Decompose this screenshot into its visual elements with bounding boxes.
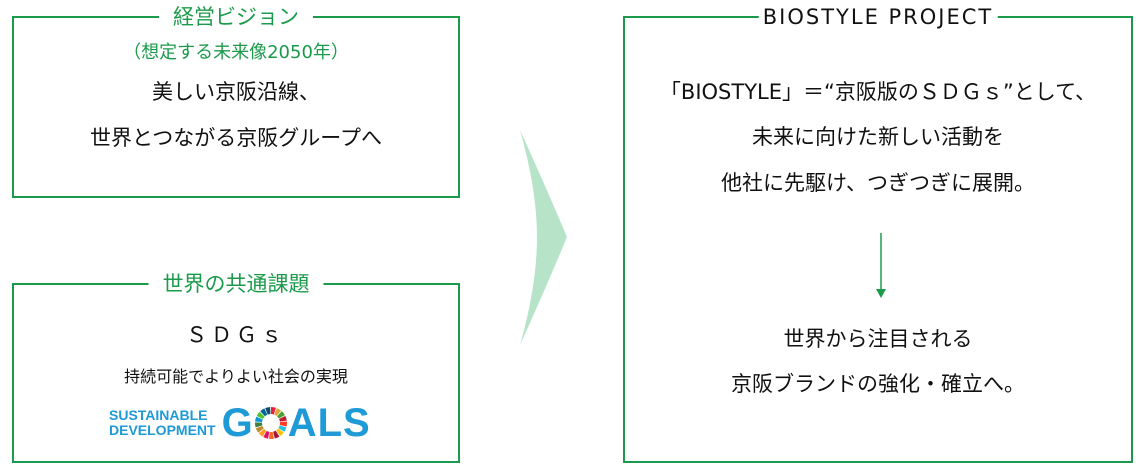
project-box: BIOSTYLE PROJECT 「BIOSTYLE」＝“京阪版のＳＤＧｓ”とし… <box>623 2 1133 463</box>
vision-subtitle: （想定する未来像2050年） <box>123 42 349 63</box>
vision-line-1: 美しい京阪沿線、 <box>152 80 320 104</box>
down-arrow-icon <box>876 233 886 298</box>
wheel-segment <box>256 411 265 419</box>
vision-box: 経営ビジョン （想定する未来像2050年） 美しい京阪沿線、 世界とつながる京阪… <box>12 2 460 198</box>
result-line-2: 京阪ブランドの強化・確立へ。 <box>731 372 1025 396</box>
wheel-segment <box>255 425 264 433</box>
project-title: BIOSTYLE PROJECT <box>758 2 998 32</box>
wheel-segment <box>278 425 287 432</box>
project-line-2: 未来に向けた新しい活動を <box>752 125 1004 149</box>
wheel-segment <box>263 430 270 439</box>
logo-g: G <box>221 400 254 445</box>
wheel-segment <box>258 428 266 437</box>
sdgs-wheel-icon <box>254 407 287 439</box>
result-line-1: 世界から注目される <box>783 327 973 351</box>
wheel-segment <box>268 431 274 439</box>
wheel-segment <box>273 408 281 417</box>
issue-description: 持続可能でよりよい社会の実現 <box>124 367 348 386</box>
wheel-segment <box>254 422 263 428</box>
flow-arrow-icon <box>520 130 567 345</box>
wheel-segment <box>264 407 271 415</box>
wheel-segment <box>254 416 263 423</box>
wheel-segment <box>259 408 267 417</box>
wheel-segment <box>272 430 280 439</box>
logo-line-1: SUSTAINABLE <box>109 407 208 423</box>
wheel-segment <box>270 407 276 415</box>
vision-title: 経営ビジョン <box>159 2 313 32</box>
wheel-segment <box>275 428 284 437</box>
issue-title: 世界の共通課題 <box>148 269 324 299</box>
project-line-1: 「BIOSTYLE」＝“京阪版のＳＤＧｓ”として、 <box>659 80 1097 104</box>
vision-line-2: 世界とつながる京阪グループへ <box>90 126 382 150</box>
issue-heading: ＳＤＧｓ <box>186 323 286 347</box>
logo-als: ALS <box>287 400 371 445</box>
logo-line-2: DEVELOPMENT <box>109 422 216 438</box>
wheel-segment <box>279 421 287 427</box>
project-line-3: 他社に先駆け、つぎつぎに展開。 <box>721 171 1035 195</box>
wheel-segment <box>276 411 285 419</box>
wheel-segment <box>278 415 287 422</box>
